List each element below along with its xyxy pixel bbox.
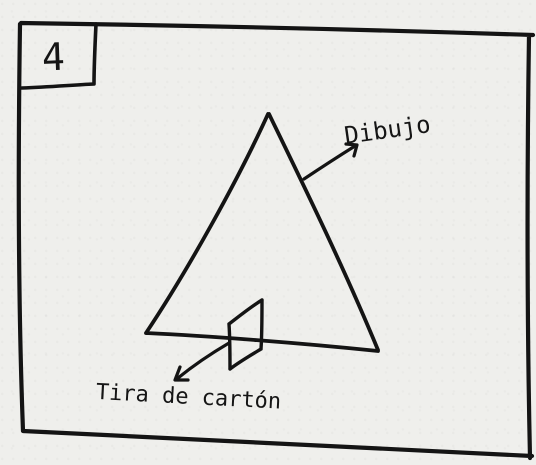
panel-number: 4 (41, 35, 65, 80)
tira-label: Tira de cartón (95, 380, 281, 415)
cardboard-strip (229, 300, 262, 369)
dibujo-label: Dibujo (343, 110, 433, 150)
tira-arrow (175, 343, 229, 380)
